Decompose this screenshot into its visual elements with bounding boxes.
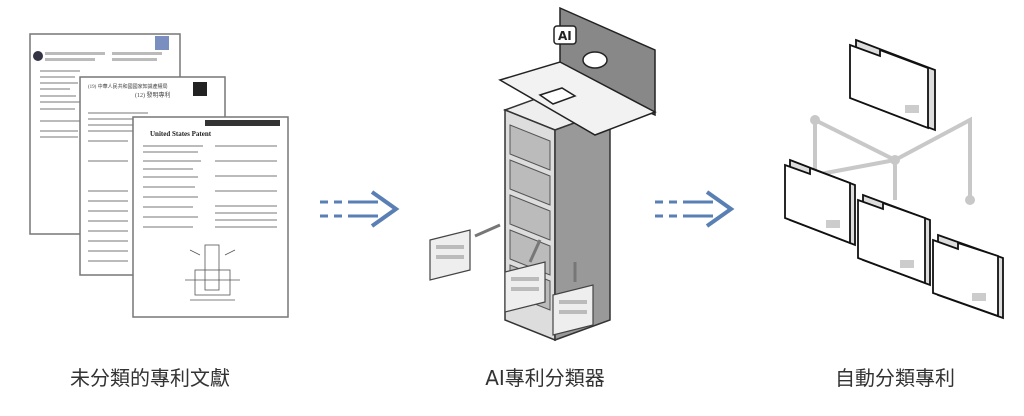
flow-arrow-1 (320, 190, 400, 228)
svg-text:(19) 中華人民共和國國家知識產權局: (19) 中華人民共和國國家知識產權局 (88, 83, 168, 90)
folder-top (849, 38, 936, 132)
stage-label-unclassified: 未分類的專利文獻 (70, 366, 230, 390)
robot-icon (582, 51, 608, 69)
stage-label-classifier: AI專利分類器 (485, 366, 605, 390)
patent-drawing (185, 244, 240, 301)
folder-middle (857, 193, 931, 287)
output-documents (429, 223, 594, 336)
classified-folders (784, 38, 1004, 320)
laptop-keyboard (498, 61, 657, 136)
flow-arrow-2 (655, 190, 735, 228)
folder-right (932, 233, 1004, 320)
svg-text:AI: AI (558, 29, 572, 43)
svg-text:United States Patent: United States Patent (150, 130, 212, 138)
stage-label-classified: 自動分類專利 (835, 366, 955, 390)
laptop: AI (498, 6, 657, 136)
ai-classifier: AI (429, 6, 657, 342)
svg-text:(12) 發明專利: (12) 發明專利 (135, 91, 171, 99)
unclassified-documents: (19) 中華人民共和國國家知識產權局 (12) 發明專利 United Sta… (29, 33, 289, 318)
folder-left (784, 158, 856, 247)
